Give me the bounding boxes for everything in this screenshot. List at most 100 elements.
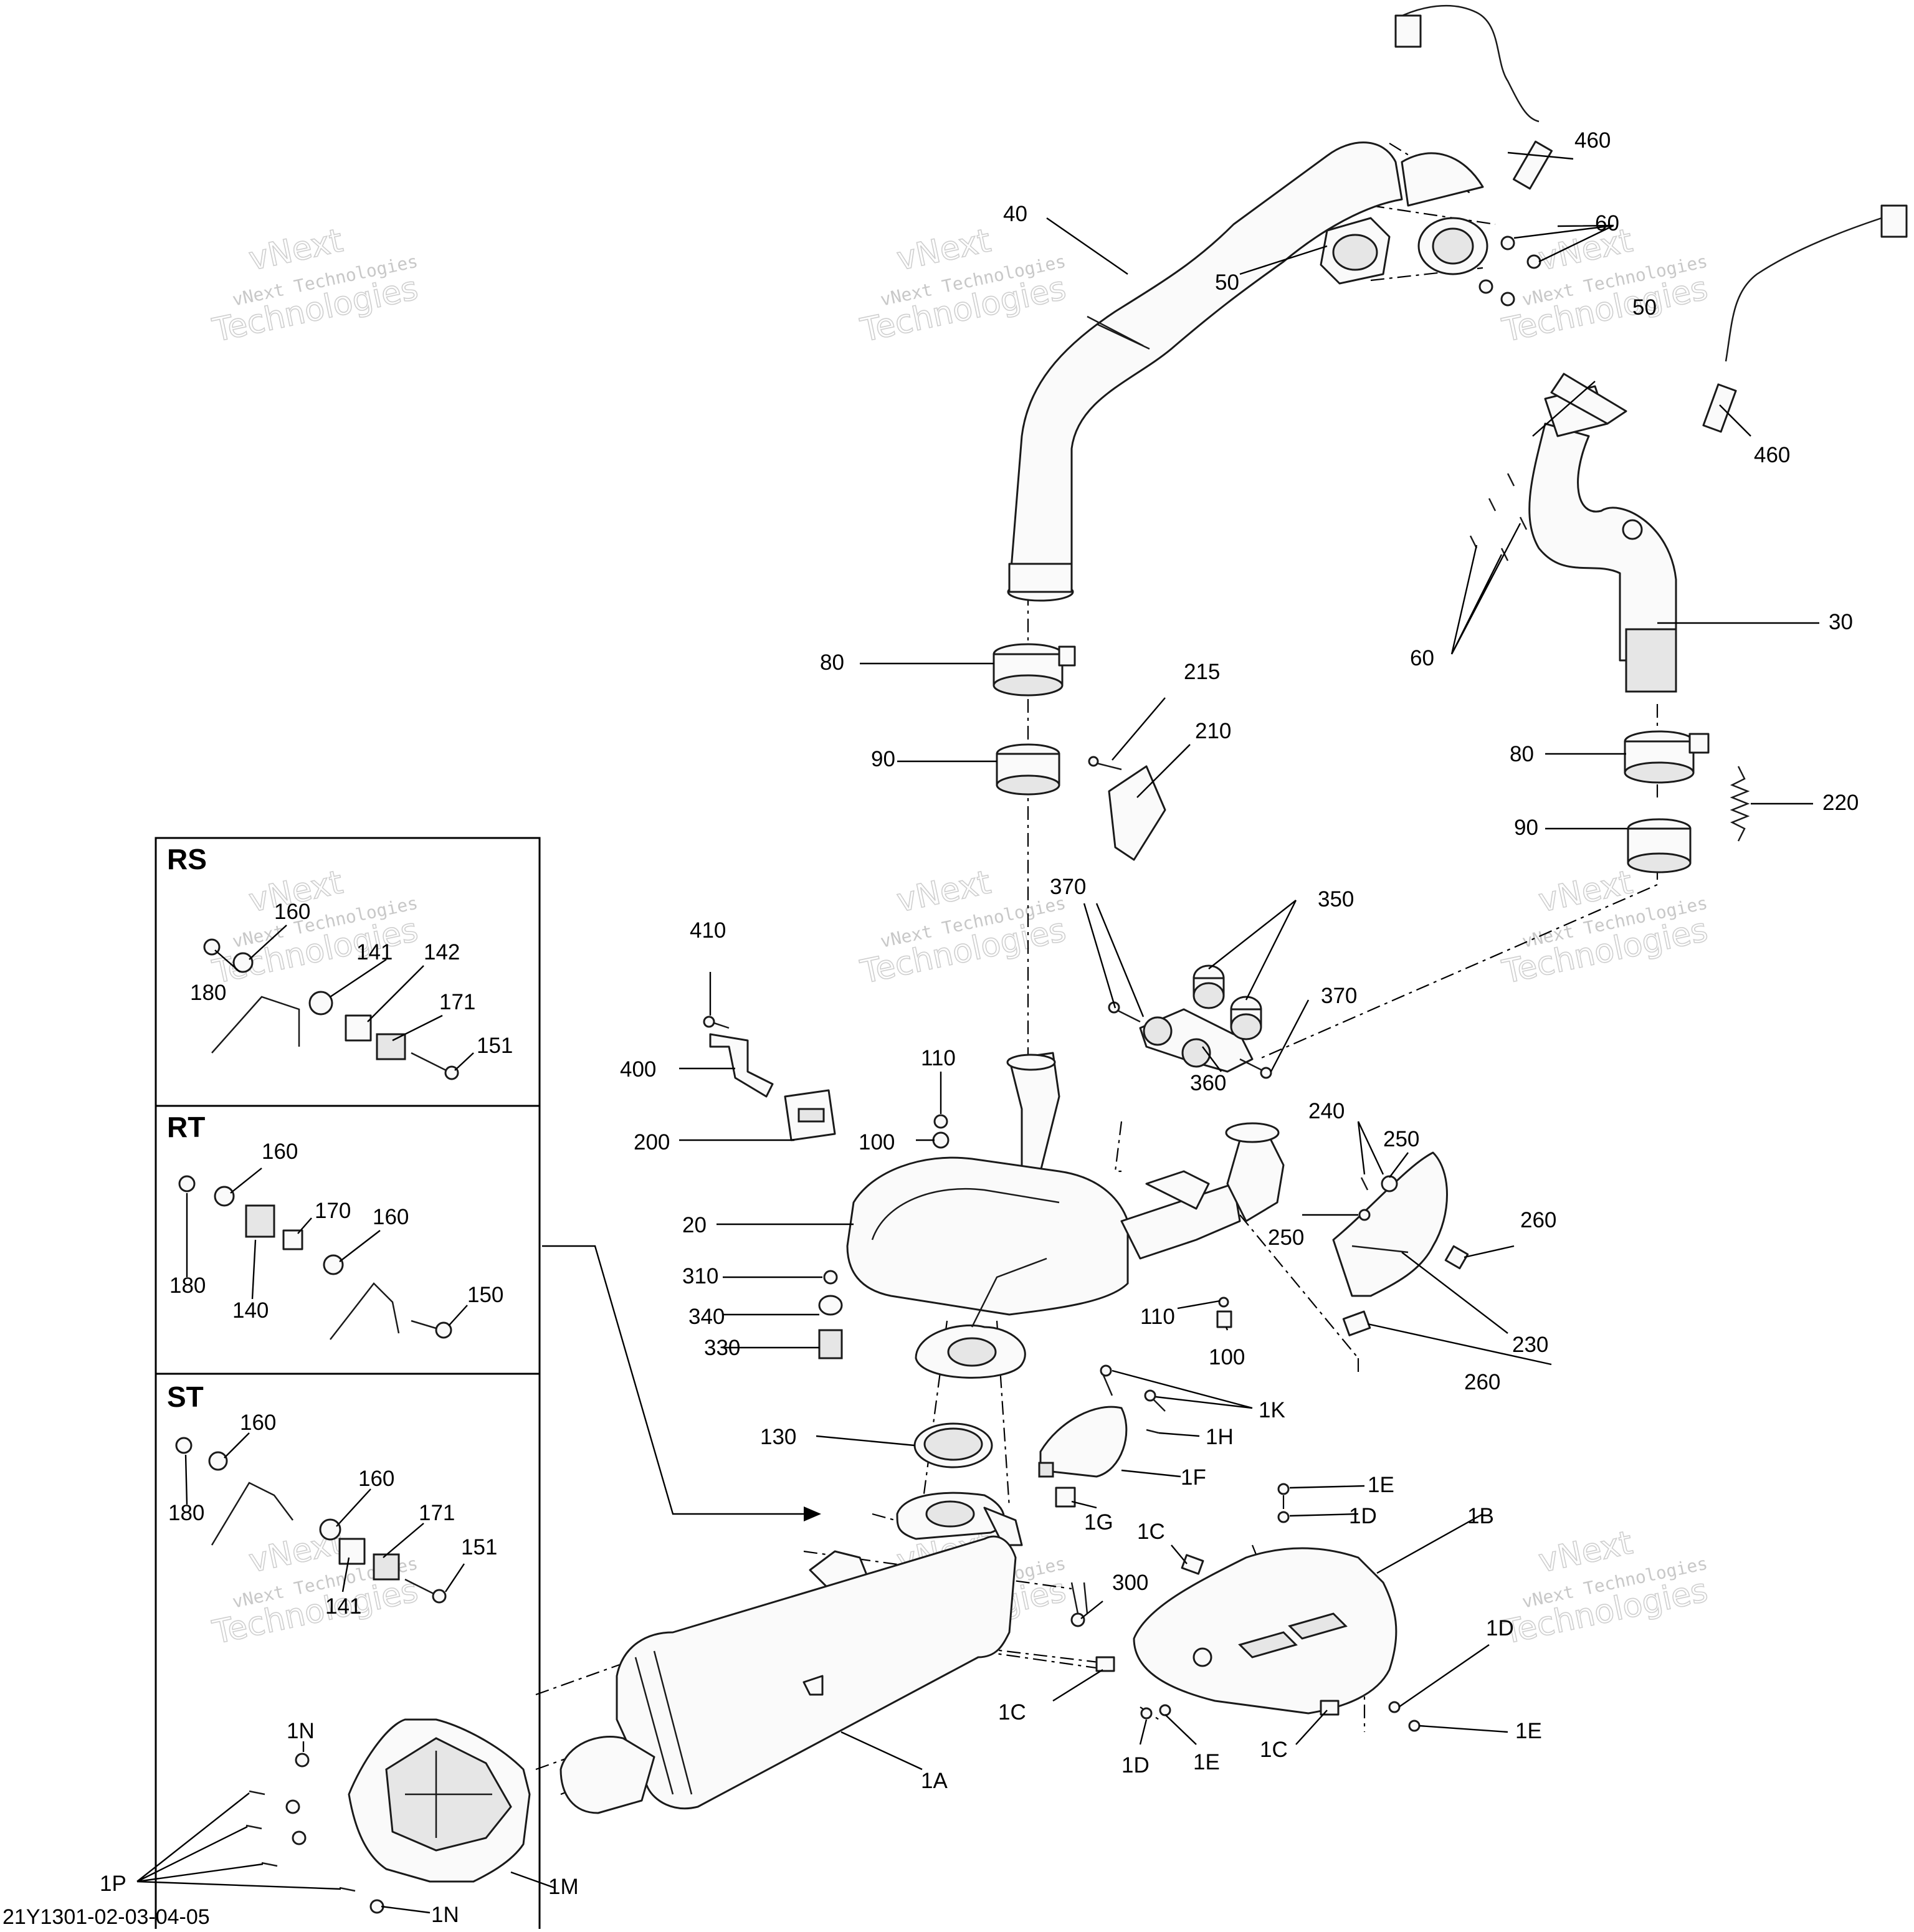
oxygen-sensor-460-top — [1394, 4, 1553, 190]
callout: 360 — [1190, 1071, 1226, 1095]
panel-title-rt: RT — [167, 1111, 205, 1143]
bushing-350-b — [1230, 996, 1262, 1040]
callout: 60 — [1410, 646, 1434, 670]
heat-shield-230 — [1332, 1151, 1448, 1297]
footer-code: 21Y1301-02-03-04-05 — [2, 1905, 210, 1929]
small-hardware — [818, 1114, 1232, 1359]
callout: 141 — [325, 1594, 361, 1619]
callout: 1C — [998, 1700, 1026, 1725]
callout: 220 — [1822, 791, 1859, 815]
gasket-130 — [913, 1422, 993, 1468]
callout: 400 — [620, 1057, 656, 1082]
panel-rt: RT 160 180 140 170 160 150 — [167, 1111, 503, 1340]
sleeve-90-left — [996, 743, 1060, 796]
end-cap-1M — [348, 1718, 531, 1883]
callout: 1E — [1515, 1719, 1542, 1743]
callout: 1D — [1349, 1504, 1377, 1528]
muffler-20 — [846, 1052, 1285, 1379]
callout: 1P — [100, 1872, 126, 1896]
callout: 180 — [169, 1273, 206, 1298]
callout: 340 — [688, 1305, 725, 1329]
callout: 210 — [1195, 719, 1231, 743]
callout: 1H — [1206, 1425, 1234, 1449]
callout: 260 — [1520, 1208, 1556, 1232]
callout: 60 — [1595, 211, 1619, 236]
oxygen-sensor-460-right — [1702, 204, 1908, 433]
callout: 100 — [1209, 1345, 1245, 1369]
callout: 180 — [190, 981, 226, 1005]
watermark: vNext vNext Technologies Technologies — [1498, 1523, 1712, 1652]
callout: 1E — [1193, 1750, 1220, 1774]
callout: 50 — [1215, 270, 1239, 295]
callout: 90 — [871, 747, 895, 771]
callout: 250 — [1268, 1225, 1304, 1250]
callout: 160 — [262, 1140, 298, 1164]
callout: 370 — [1050, 875, 1086, 899]
callout: 370 — [1321, 984, 1357, 1008]
bushing-350-a — [1193, 964, 1225, 1009]
screw-215 — [1088, 756, 1122, 771]
callout: 110 — [921, 1046, 956, 1070]
callout: 30 — [1829, 610, 1853, 634]
callout: 20 — [682, 1213, 707, 1237]
callout: 300 — [1112, 1571, 1148, 1595]
fasteners-1K-1H-1G — [1038, 1364, 1166, 1508]
callout: 160 — [358, 1467, 394, 1491]
gasket-50 — [1320, 217, 1391, 285]
watermark: vNext vNext Technologies Technologies — [857, 221, 1070, 350]
nuts-60-top — [1478, 236, 1541, 307]
bracket-360 — [1139, 1008, 1254, 1073]
watermark: vNext vNext Technologies Technologies — [209, 863, 422, 992]
callout: 90 — [1514, 816, 1538, 840]
callout: 1E — [1368, 1473, 1394, 1497]
callout: 350 — [1318, 887, 1354, 911]
header-pipe-30 — [1528, 373, 1677, 693]
callout: 130 — [760, 1425, 796, 1449]
panel-title-st: ST — [167, 1381, 204, 1413]
callout: 1A — [921, 1769, 948, 1793]
panel-st: ST 160 180 160 141 171 151 — [167, 1381, 497, 1619]
callout: 460 — [1754, 443, 1790, 467]
bolt-410 — [703, 1016, 730, 1029]
heat-shield-210 — [1108, 765, 1166, 861]
spring-220 — [1730, 766, 1750, 842]
callout: 80 — [820, 650, 844, 675]
watermark: vNext vNext Technologies Technologies — [209, 1523, 422, 1652]
callout: 260 — [1464, 1370, 1500, 1394]
callout: 80 — [1510, 742, 1534, 766]
callout: 110 — [1140, 1305, 1175, 1329]
callout-labels: 460 40 50 50 60 460 30 60 80 90 80 90 21… — [100, 128, 1859, 1927]
watermark: vNext vNext Technologies Technologies — [857, 863, 1070, 992]
callout: 240 — [1308, 1099, 1345, 1123]
callout: 460 — [1574, 128, 1611, 153]
callout: 1C — [1260, 1738, 1288, 1762]
callout: 1D — [1486, 1616, 1514, 1640]
watermark: vNext vNext Technologies Technologies — [1498, 863, 1712, 992]
detail-panels: RS 160 180 141 142 171 151 RT — [155, 837, 541, 1932]
callout: 330 — [704, 1336, 740, 1360]
callout: 151 — [461, 1535, 497, 1559]
callout: 40 — [1003, 202, 1027, 226]
bolts-60-lower — [1469, 473, 1528, 561]
fasteners-1N-1P — [245, 1753, 384, 1914]
callout: 200 — [634, 1130, 670, 1154]
callout: 1F — [1181, 1465, 1206, 1490]
sleeve-90-right — [1627, 818, 1692, 873]
panel-rs: RS 160 180 141 142 171 151 — [167, 843, 513, 1080]
callout: 1K — [1259, 1398, 1285, 1422]
panel-title-rs: RS — [167, 843, 207, 875]
heat-shield-1F — [1039, 1406, 1128, 1478]
spring-300 — [1070, 1582, 1088, 1627]
bolts-370 — [1108, 1001, 1272, 1079]
callout: 151 — [477, 1034, 513, 1058]
callout: 215 — [1184, 660, 1220, 684]
callout: 171 — [419, 1501, 455, 1525]
outlet-flange — [896, 1492, 1023, 1546]
silencer-1A — [559, 1535, 1017, 1814]
callout: 410 — [690, 918, 726, 943]
callout: 140 — [232, 1298, 269, 1323]
leader-lines — [136, 151, 1819, 1914]
callout: 1N — [431, 1903, 459, 1927]
callout: 160 — [240, 1411, 276, 1435]
